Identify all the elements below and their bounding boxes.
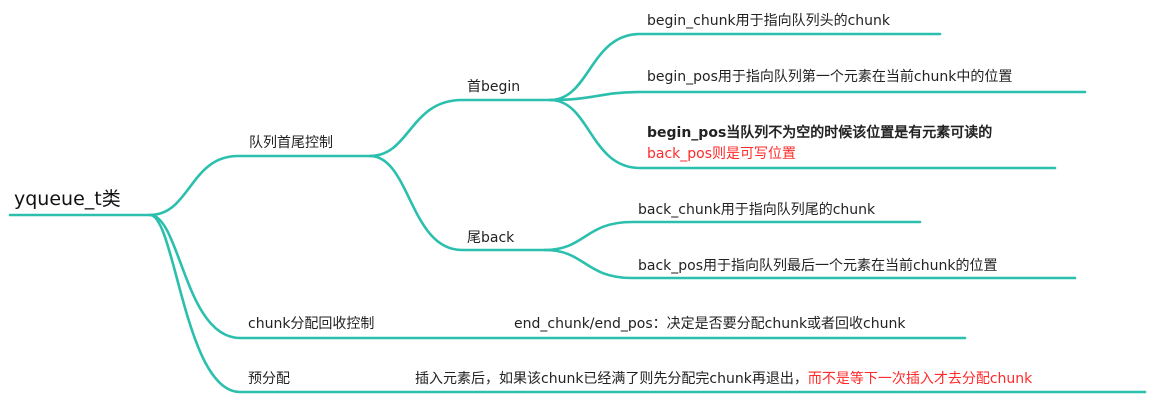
node-chunk-control: chunk分配回收控制 — [248, 316, 375, 332]
tail-item-back-chunk: back_chunk用于指向队列尾的chunk — [638, 202, 876, 218]
link-head-item-1 — [548, 32, 942, 102]
node-queue-control: 队列首尾控制 — [249, 135, 333, 151]
link-tail-item-2 — [543, 248, 1077, 280]
link-root-preallocate — [148, 213, 1147, 394]
head-note-line-1: begin_pos当队列不为空的时候该位置是有元素可读的 — [647, 125, 993, 141]
link-queue-tail — [368, 154, 547, 252]
link-root-chunk-control — [148, 213, 967, 340]
head-item-begin-chunk: begin_chunk用于指向队列头的chunk — [647, 13, 890, 29]
head-note-line-2: back_pos则是可写位置 — [647, 146, 797, 162]
node-head: 首begin — [467, 79, 521, 95]
tail-item-back-pos: back_pos用于指向队列最后一个元素在当前chunk的位置 — [638, 258, 998, 274]
root-node: yqueue_t类 — [14, 188, 121, 210]
preallocate-detail: 插入元素后，如果该chunk已经满了则先分配完chunk再退出，而不是等下一次插… — [415, 370, 1032, 388]
link-root-queue-control — [148, 154, 372, 217]
chunk-control-detail: end_chunk/end_pos：决定是否要分配chunk或者回收chunk — [514, 316, 906, 332]
preallocate-detail-part-1: 插入元素后，如果该chunk已经满了则先分配完chunk再退出， — [415, 371, 808, 387]
node-tail: 尾back — [467, 230, 515, 246]
link-tail-item-1 — [543, 220, 922, 252]
preallocate-detail-part-2: 而不是等下一次插入才去分配chunk — [807, 371, 1033, 387]
link-head-note — [548, 98, 1057, 170]
link-queue-head — [368, 98, 552, 158]
node-preallocate: 预分配 — [248, 371, 290, 387]
link-head-item-2 — [548, 90, 1087, 102]
head-item-begin-pos: begin_pos用于指向队列第一个元素在当前chunk中的位置 — [647, 69, 1013, 85]
